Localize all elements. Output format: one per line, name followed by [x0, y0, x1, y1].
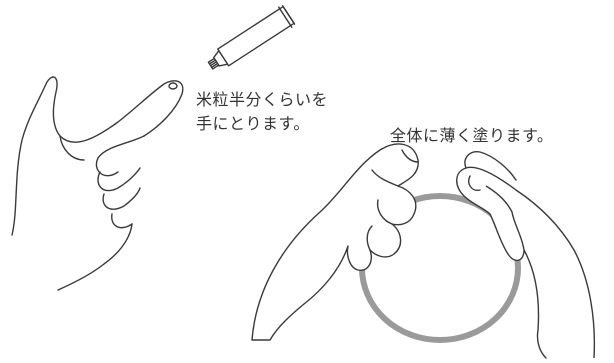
hands-holding-ring-icon [251, 143, 596, 359]
pointing-hand-icon [11, 76, 184, 291]
step2-caption: 全体に薄く塗ります。 [390, 126, 554, 145]
step1-caption-line2: 手にとります。 [196, 114, 310, 133]
step1-caption-line1: 米粒半分くらいを [196, 90, 329, 109]
step1-caption: 米粒半分くらいを 手にとります。 [196, 88, 328, 136]
ointment-tube-icon [207, 5, 296, 70]
